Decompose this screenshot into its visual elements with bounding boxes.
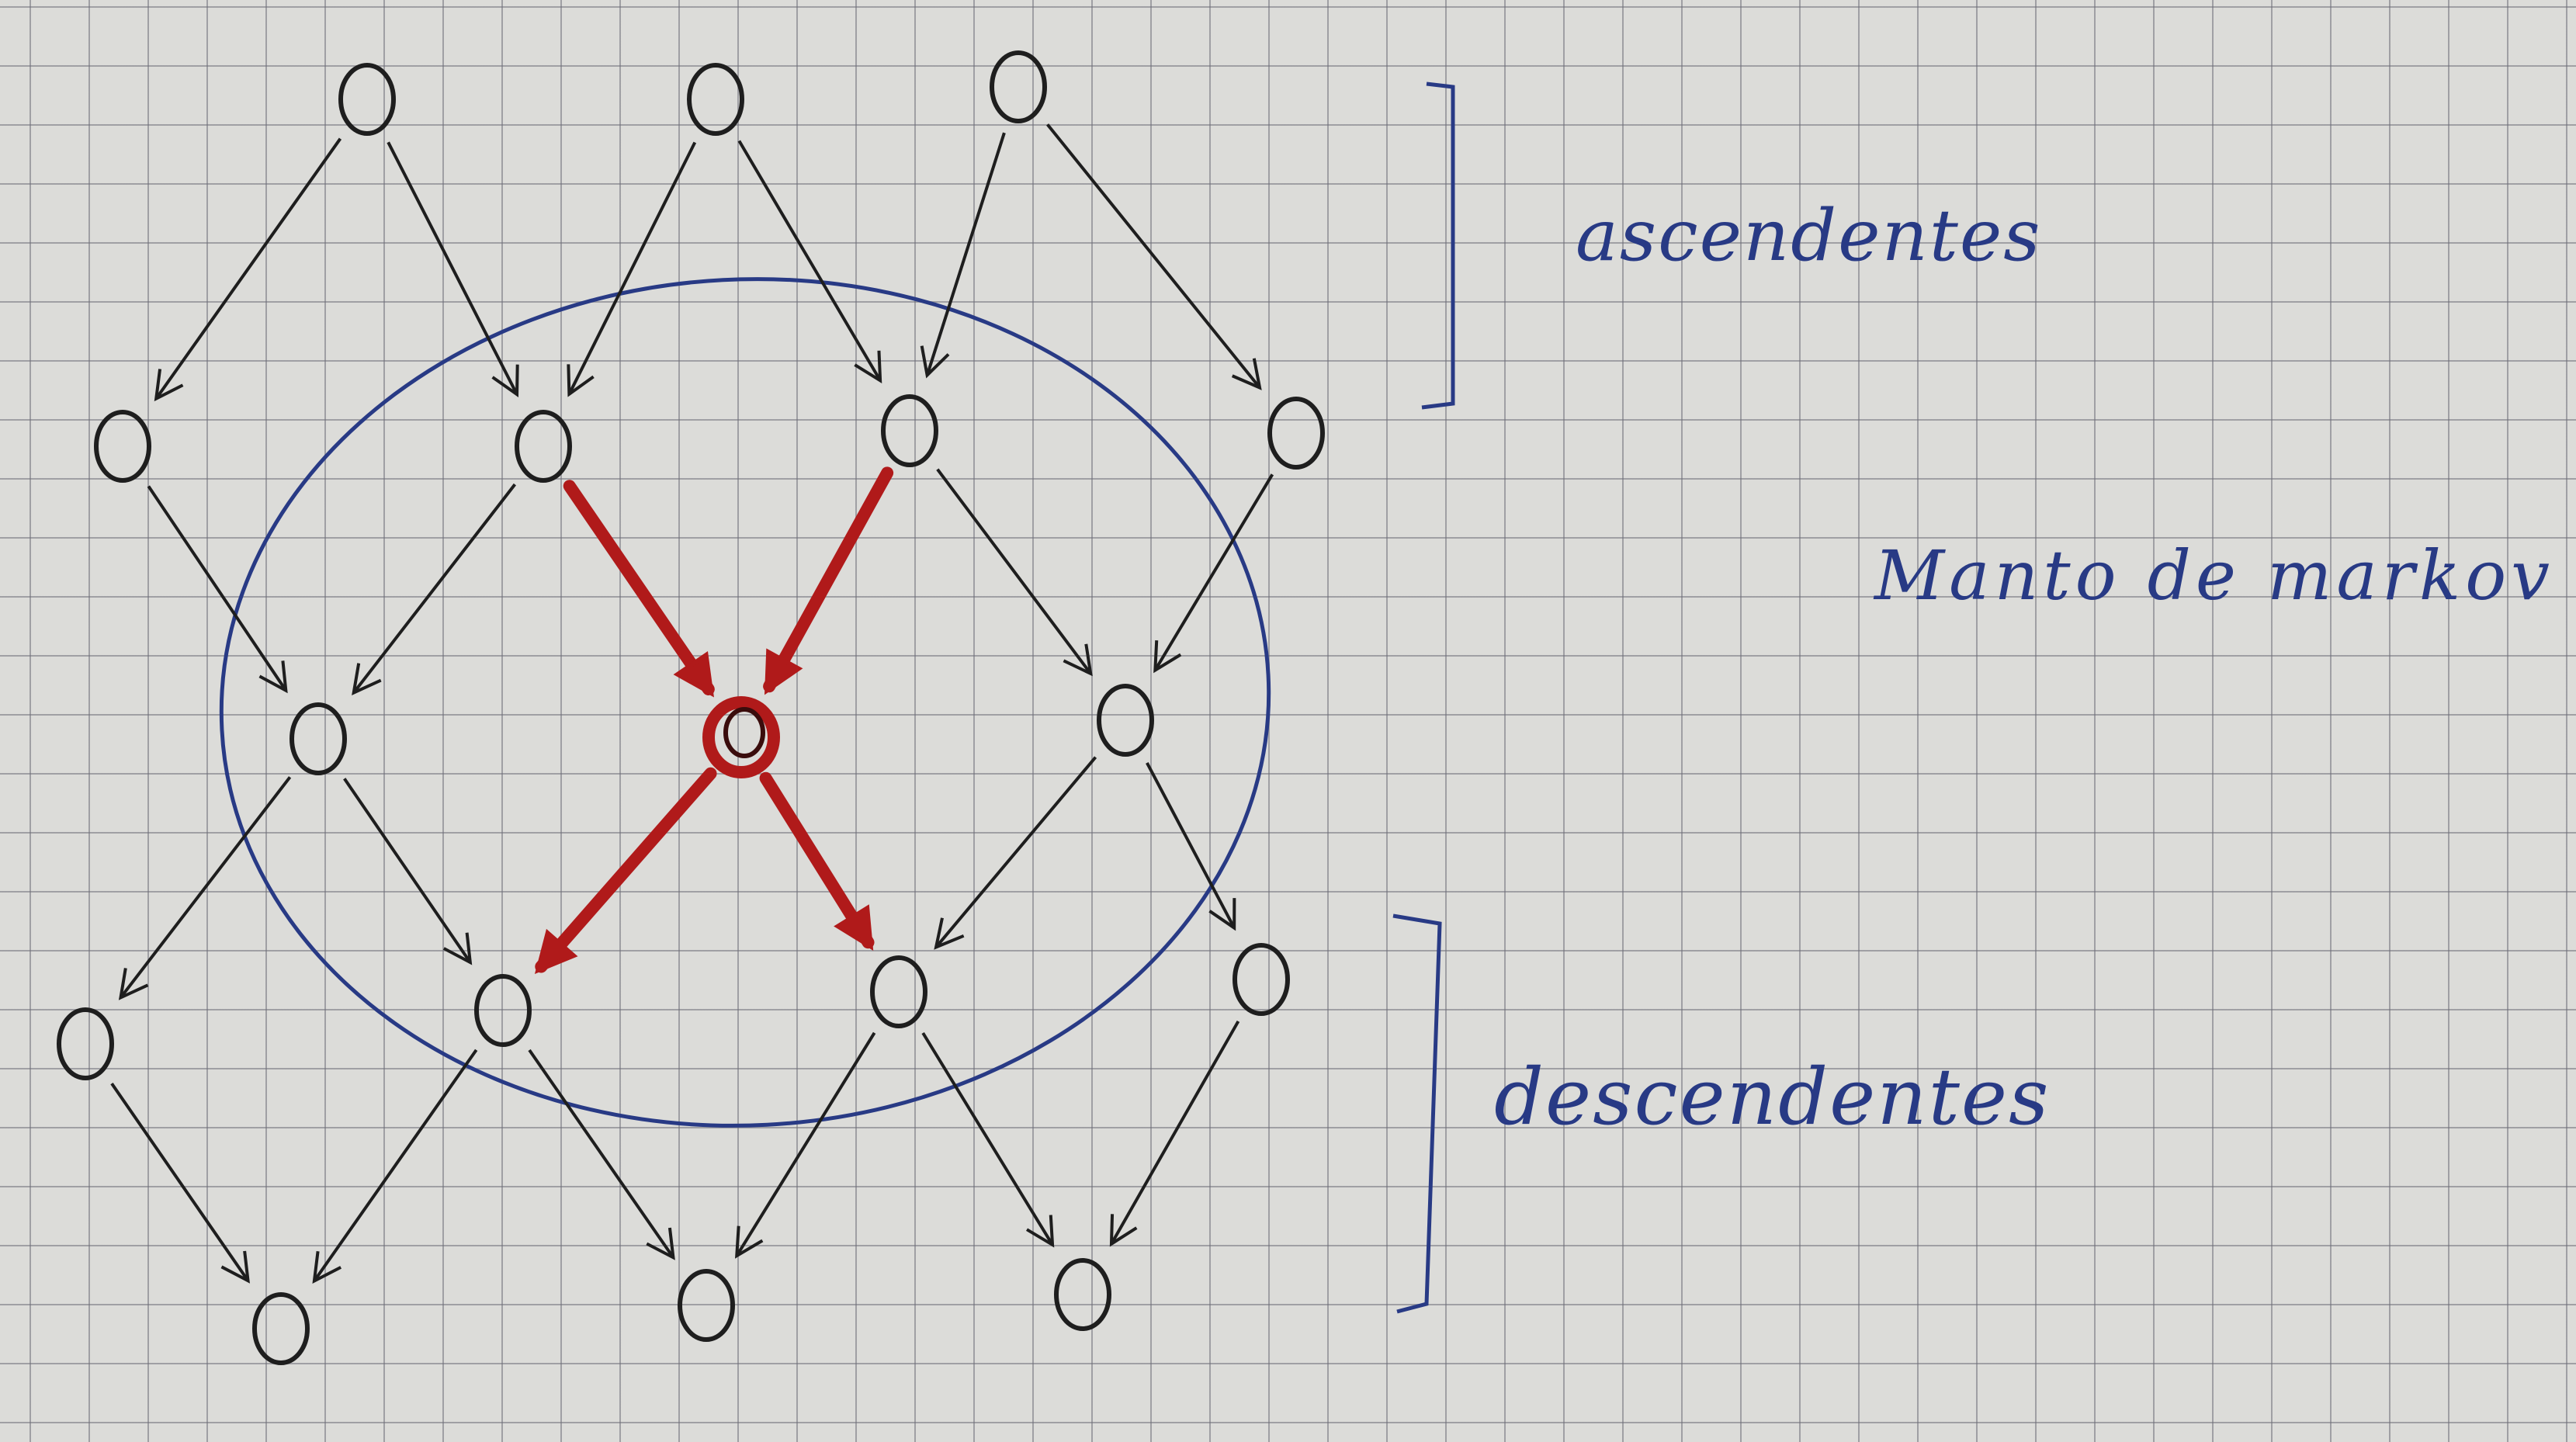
arrowhead-a1-to-p2: [491, 364, 519, 397]
edge-s2-to-c2: [934, 756, 1097, 948]
edge-p3-to-x: [763, 466, 894, 693]
edge-a1-to-p2: [387, 141, 518, 394]
node-p3: [881, 394, 938, 467]
edge-p2-to-x: [563, 480, 715, 695]
arrowhead-c2-to-d3: [1025, 1215, 1055, 1248]
edge-s1-to-c0: [119, 776, 292, 997]
arrowhead-p3-to-x: [764, 648, 803, 695]
arrowhead-p4-to-s2: [1153, 640, 1182, 674]
edge-s2-to-c3: [1146, 761, 1236, 928]
arrowhead-a2-to-p2: [567, 364, 595, 397]
edge-c2-to-d2: [735, 1031, 876, 1256]
node-x-inner-ring: [723, 707, 765, 758]
edge-a2-to-p2: [567, 141, 697, 394]
edge-x-to-c2: [759, 771, 875, 949]
node-d3: [1054, 1258, 1111, 1331]
node-c3: [1233, 943, 1290, 1016]
node-a2: [687, 63, 744, 136]
arrowhead-c2-to-d2: [735, 1225, 764, 1259]
arrowhead-p2-to-x: [673, 650, 714, 698]
edge-c0-to-d1: [110, 1082, 250, 1281]
node-c2: [870, 955, 927, 1028]
edge-a2-to-p3: [737, 140, 882, 381]
arrowhead-a2-to-p3: [854, 350, 882, 383]
arrowhead-c1-to-d1: [312, 1251, 342, 1284]
node-a3: [990, 50, 1047, 123]
edge-c1-to-d2: [528, 1049, 675, 1257]
arrowhead-a3-to-p4: [1231, 358, 1262, 390]
node-p1: [94, 410, 151, 483]
arrowhead-p1-to-s1: [258, 660, 288, 694]
node-p4: [1267, 397, 1325, 470]
node-s1: [289, 702, 347, 775]
edge-p4-to-s2: [1153, 473, 1274, 670]
edge-s1-to-c1: [343, 778, 472, 962]
edge-a3-to-p4: [1046, 123, 1261, 387]
node-x: [702, 696, 780, 778]
arrowhead-p3-to-s2: [1063, 643, 1093, 677]
arrowhead-c3-to-d3: [1109, 1214, 1138, 1247]
arrowhead-x-to-c1: [534, 928, 578, 975]
node-a1: [338, 63, 396, 136]
edge-c1-to-d1: [313, 1049, 478, 1281]
node-p2: [515, 410, 572, 483]
node-s2: [1097, 684, 1154, 757]
descendentes-bracket: [1392, 913, 1442, 1314]
arrowhead-a1-to-p1: [154, 369, 184, 402]
arrowhead-s2-to-c3: [1208, 898, 1236, 931]
edges-layer: [110, 123, 1274, 1284]
ascendentes-label: ascendentes: [1576, 194, 2042, 277]
arrowhead-s2-to-c2: [934, 917, 965, 950]
node-c0: [57, 1007, 114, 1080]
edge-a3-to-p3: [927, 132, 1006, 375]
node-d2: [678, 1269, 735, 1342]
edge-p1-to-s1: [147, 485, 287, 691]
ascendentes-bracket: [1421, 81, 1455, 410]
arrowhead-c0-to-d1: [220, 1250, 250, 1284]
node-d1: [252, 1292, 310, 1365]
arrowhead-a3-to-p3: [920, 345, 950, 379]
edge-c3-to-d3: [1110, 1020, 1240, 1244]
arrowhead-c1-to-d2: [646, 1227, 675, 1260]
arrowhead-s1-to-c0: [118, 968, 149, 1000]
edge-c2-to-d3: [921, 1031, 1054, 1245]
edge-a1-to-p1: [154, 137, 342, 399]
markov-blanket-ellipse: [219, 277, 1271, 1128]
arrowhead-p2-to-s1: [352, 663, 382, 695]
nodes-layer: [57, 50, 1325, 1365]
edge-p2-to-s1: [352, 483, 516, 692]
node-c1: [474, 974, 532, 1047]
edge-x-to-c1: [535, 767, 717, 973]
markov-blanket-label: Manto de markov: [1874, 536, 2554, 615]
arrowhead-x-to-c2: [834, 904, 874, 952]
descendentes-label: descendentes: [1494, 1052, 2051, 1142]
arrowhead-s1-to-c1: [442, 932, 473, 965]
edge-p3-to-s2: [936, 468, 1092, 674]
